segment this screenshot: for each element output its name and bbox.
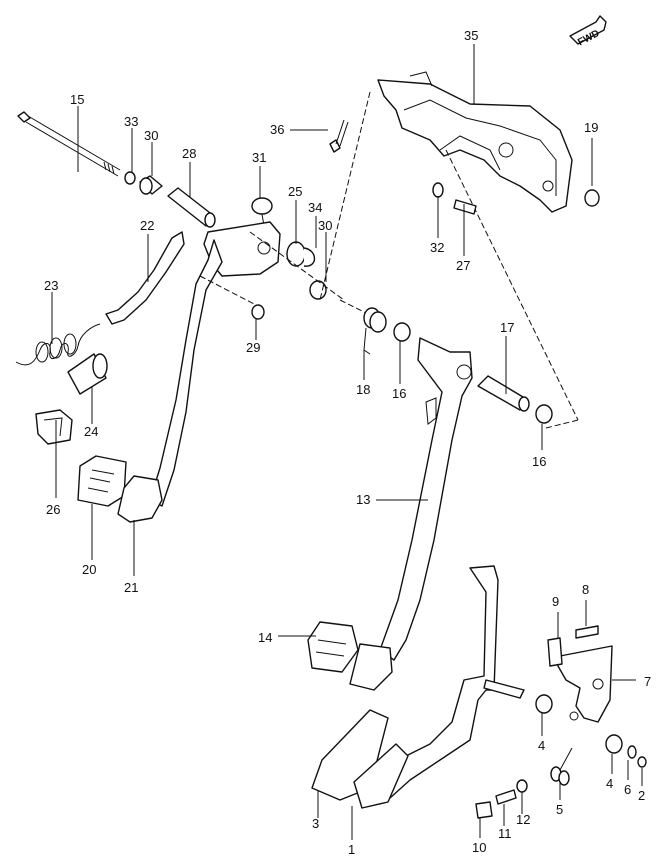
callout-27: 27 xyxy=(456,258,470,273)
callout-34: 34 xyxy=(308,200,322,215)
pedal-pad xyxy=(77,455,127,507)
callout-22: 22 xyxy=(140,218,154,233)
callout-10: 10 xyxy=(472,840,486,855)
bushing-4a xyxy=(535,694,553,714)
bolt-27 xyxy=(453,199,477,215)
callout-24: 24 xyxy=(84,424,98,439)
callout-30: 30 xyxy=(318,218,332,233)
clutch-pedal-arm xyxy=(149,221,281,507)
callout-32: 32 xyxy=(430,240,444,255)
washer xyxy=(124,171,136,185)
callout-28: 28 xyxy=(182,146,196,161)
callout-23: 23 xyxy=(44,278,58,293)
bushing-4b xyxy=(605,734,623,754)
accelerator-pad-inner xyxy=(353,743,409,809)
long-bolt xyxy=(17,111,121,177)
collar xyxy=(286,241,316,267)
callout-15: 15 xyxy=(70,92,84,107)
callout-26: 26 xyxy=(46,502,60,517)
stopper xyxy=(547,637,563,667)
fwd-direction-badge: FWD xyxy=(569,15,607,48)
clip xyxy=(35,409,73,445)
callout-29: 29 xyxy=(246,340,260,355)
callout-12: 12 xyxy=(516,812,530,827)
callout-9: 9 xyxy=(552,594,559,609)
callout-14: 14 xyxy=(258,630,272,645)
callout-33: 33 xyxy=(124,114,138,129)
nut-19 xyxy=(584,189,600,207)
callout-30: 30 xyxy=(144,128,158,143)
callout-4: 4 xyxy=(538,738,545,753)
clutch-pad xyxy=(117,475,163,523)
pin xyxy=(251,197,273,227)
callout-1: 1 xyxy=(348,842,355,857)
spring-arm xyxy=(105,231,185,325)
callout-19: 19 xyxy=(584,120,598,135)
brake-pedal-arm xyxy=(379,337,473,661)
callout-6: 6 xyxy=(624,782,631,797)
bolt-11 xyxy=(495,789,517,805)
bolt-36 xyxy=(329,119,349,153)
bushing-16-lower xyxy=(535,404,553,424)
callout-21: 21 xyxy=(124,580,138,595)
callout-7: 7 xyxy=(644,674,651,689)
cap-10 xyxy=(475,801,493,819)
return-spring xyxy=(550,747,573,786)
callout-31: 31 xyxy=(252,150,266,165)
pipe xyxy=(477,375,530,412)
nut-32 xyxy=(432,182,444,198)
callout-3: 3 xyxy=(312,816,319,831)
cylinder-bushing xyxy=(67,353,108,395)
nut-12 xyxy=(516,779,528,793)
bushing-16 xyxy=(393,322,411,342)
callout-20: 20 xyxy=(82,562,96,577)
pipe-sleeve xyxy=(167,187,216,228)
washer-6 xyxy=(627,745,637,759)
callout-4: 4 xyxy=(606,776,613,791)
brake-pad-mount xyxy=(349,643,393,691)
callout-5: 5 xyxy=(556,802,563,817)
callout-2: 2 xyxy=(638,788,645,803)
bolt-8 xyxy=(575,625,599,639)
callout-labels: 15 33 30 28 31 25 34 30 22 23 24 26 20 2… xyxy=(44,28,651,817)
callout-17: 17 xyxy=(500,320,514,335)
callout-8: 8 xyxy=(582,582,589,597)
brake-pad xyxy=(307,621,359,673)
callout-35: 35 xyxy=(464,28,478,43)
callout-16: 16 xyxy=(392,386,406,401)
spring xyxy=(15,323,101,366)
callout-13: 13 xyxy=(356,492,370,507)
callout-18: 18 xyxy=(356,382,370,397)
pedal-bracket xyxy=(377,71,573,213)
torsion-spring xyxy=(363,307,387,355)
callout-16-lower: 16 xyxy=(532,454,546,469)
nut-2 xyxy=(637,756,647,768)
callout-11: 11 xyxy=(498,826,512,841)
callout-36: 36 xyxy=(270,122,284,137)
bolt-head-29 xyxy=(251,304,265,320)
bushing-right xyxy=(309,280,327,300)
accelerator-bracket xyxy=(557,645,613,723)
callout-25: 25 xyxy=(288,184,302,199)
leader-lines xyxy=(51,44,643,840)
bushing xyxy=(139,175,163,195)
